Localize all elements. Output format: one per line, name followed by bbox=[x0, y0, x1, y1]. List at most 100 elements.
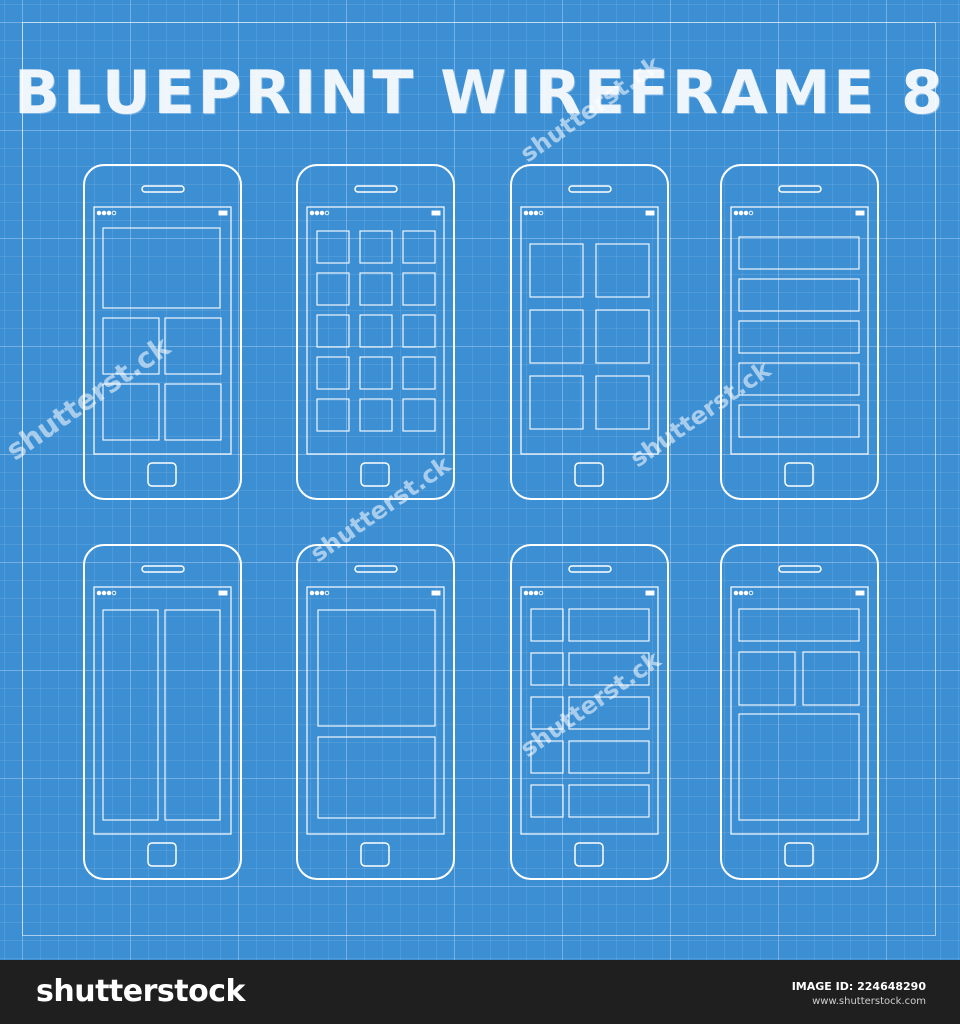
content-block bbox=[359, 356, 393, 390]
signal-dot-icon bbox=[738, 590, 744, 596]
content-block bbox=[402, 230, 436, 264]
signal-dot-icon bbox=[538, 590, 544, 596]
content-block bbox=[595, 309, 650, 364]
phone-wireframe-two-columns bbox=[83, 544, 242, 880]
content-block bbox=[164, 317, 222, 375]
signal-dot-icon bbox=[96, 590, 102, 596]
content-block bbox=[359, 230, 393, 264]
battery-icon bbox=[645, 210, 655, 216]
speaker-slot bbox=[141, 185, 185, 193]
phone-wireframe-5-row-list bbox=[720, 164, 879, 500]
signal-dot-icon bbox=[738, 210, 744, 216]
signal-dot-icon bbox=[309, 590, 315, 596]
signal-dot-icon bbox=[314, 210, 320, 216]
battery-icon bbox=[855, 590, 865, 596]
phone-body bbox=[510, 544, 669, 880]
phone-screen bbox=[306, 206, 445, 455]
content-block bbox=[738, 651, 796, 706]
shutterstock-logo: shutterstock bbox=[36, 974, 245, 1009]
content-block bbox=[738, 404, 860, 438]
home-button bbox=[784, 462, 814, 487]
home-button bbox=[147, 842, 177, 867]
content-block bbox=[568, 784, 650, 818]
signal-dot-icon bbox=[523, 590, 529, 596]
phone-wireframe-banner-split-panel bbox=[720, 544, 879, 880]
content-block bbox=[530, 608, 564, 642]
image-id: IMAGE ID: 224648290 bbox=[791, 980, 926, 993]
signal-dot-icon bbox=[111, 590, 117, 596]
blueprint-frame bbox=[22, 22, 936, 936]
phone-body bbox=[83, 164, 242, 500]
phone-wireframe-hero-with-2x2-grid bbox=[83, 164, 242, 500]
speaker-slot bbox=[354, 565, 398, 573]
content-block bbox=[316, 230, 350, 264]
content-block bbox=[530, 696, 564, 730]
signal-dot-icon bbox=[111, 210, 117, 216]
phone-body bbox=[720, 544, 879, 880]
content-block bbox=[316, 356, 350, 390]
home-button bbox=[360, 462, 390, 487]
content-block bbox=[317, 736, 436, 819]
signal-dot-icon bbox=[96, 210, 102, 216]
signal-dot-icon bbox=[743, 210, 749, 216]
signal-dot-icon bbox=[528, 210, 534, 216]
phone-screen bbox=[306, 586, 445, 835]
signal-dot-icon bbox=[101, 210, 107, 216]
signal-dot-icon bbox=[106, 210, 112, 216]
signal-dot-icon bbox=[324, 590, 330, 596]
content-block bbox=[738, 608, 860, 642]
phone-screen bbox=[730, 586, 869, 835]
speaker-slot bbox=[141, 565, 185, 573]
content-block bbox=[802, 651, 860, 706]
content-block bbox=[738, 362, 860, 396]
content-block bbox=[568, 740, 650, 774]
content-block bbox=[359, 398, 393, 432]
phone-body bbox=[510, 164, 669, 500]
content-block bbox=[316, 398, 350, 432]
phone-body bbox=[296, 164, 455, 500]
phone-screen bbox=[520, 206, 659, 455]
signal-dot-icon bbox=[324, 210, 330, 216]
content-block bbox=[568, 652, 650, 686]
signal-dot-icon bbox=[523, 210, 529, 216]
content-block bbox=[359, 314, 393, 348]
home-button bbox=[784, 842, 814, 867]
content-block bbox=[568, 696, 650, 730]
content-block bbox=[164, 383, 222, 441]
content-block bbox=[530, 652, 564, 686]
content-block bbox=[529, 243, 584, 298]
content-block bbox=[102, 317, 160, 375]
content-block bbox=[402, 314, 436, 348]
site-url: www.shutterstock.com bbox=[812, 996, 926, 1007]
content-block bbox=[530, 740, 564, 774]
signal-dot-icon bbox=[533, 590, 539, 596]
signal-dot-icon bbox=[309, 210, 315, 216]
content-block bbox=[164, 609, 221, 821]
content-block bbox=[738, 236, 860, 270]
content-block bbox=[102, 383, 160, 441]
content-block bbox=[316, 272, 350, 306]
content-block bbox=[102, 227, 221, 309]
content-block bbox=[317, 609, 436, 727]
signal-dot-icon bbox=[533, 210, 539, 216]
signal-dot-icon bbox=[319, 210, 325, 216]
content-block bbox=[529, 375, 584, 430]
signal-dot-icon bbox=[101, 590, 107, 596]
phone-body bbox=[83, 544, 242, 880]
signal-dot-icon bbox=[314, 590, 320, 596]
phone-wireframe-2x3-tile-grid bbox=[510, 164, 669, 500]
signal-dot-icon bbox=[733, 210, 739, 216]
home-button bbox=[574, 842, 604, 867]
signal-dot-icon bbox=[748, 210, 754, 216]
signal-dot-icon bbox=[538, 210, 544, 216]
content-block bbox=[402, 398, 436, 432]
phone-screen bbox=[93, 586, 232, 835]
phone-screen bbox=[730, 206, 869, 455]
battery-icon bbox=[431, 210, 441, 216]
home-button bbox=[360, 842, 390, 867]
battery-icon bbox=[218, 590, 228, 596]
content-block bbox=[402, 272, 436, 306]
signal-dot-icon bbox=[319, 590, 325, 596]
content-block bbox=[738, 713, 860, 821]
battery-icon bbox=[855, 210, 865, 216]
